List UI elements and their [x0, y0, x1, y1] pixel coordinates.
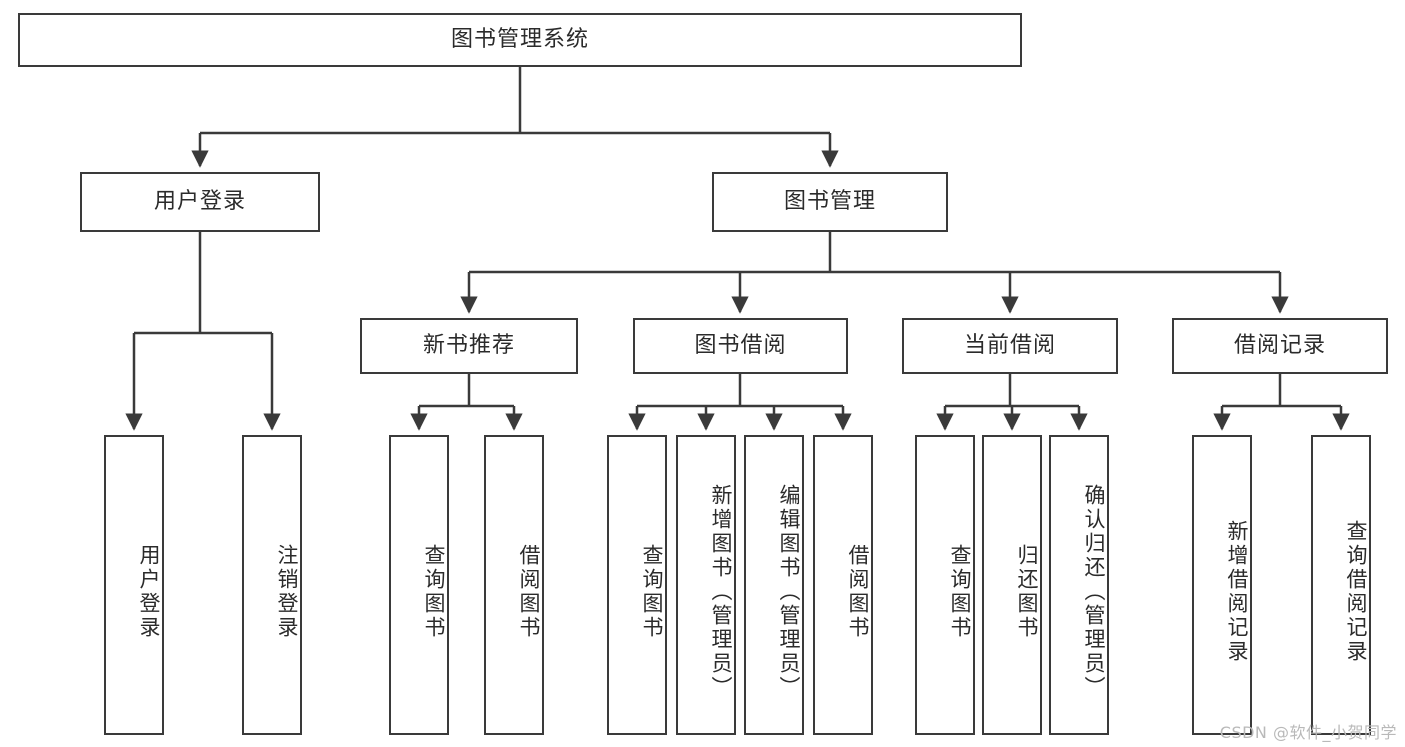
node-leaf-confirm-return-label: 确认归还（管理员） — [1082, 484, 1106, 700]
node-leaf-return-book[interactable]: 归还图书 — [982, 435, 1042, 735]
node-leaf-query-book-3[interactable]: 查询图书 — [915, 435, 975, 735]
node-root-label: 图书管理系统 — [450, 26, 589, 52]
node-book-management[interactable]: 图书管理 — [712, 172, 948, 232]
watermark-text: CSDN @软件_小贺同学 — [1219, 723, 1397, 742]
node-leaf-borrow-book-1[interactable]: 借阅图书 — [484, 435, 544, 735]
node-book-borrow-label: 图书借阅 — [694, 332, 787, 358]
node-leaf-borrow-book-2-label: 借阅图书 — [846, 544, 870, 640]
node-leaf-query-book-3-label: 查询图书 — [948, 544, 972, 640]
node-leaf-query-book-2[interactable]: 查询图书 — [607, 435, 667, 735]
node-leaf-borrow-book-2[interactable]: 借阅图书 — [813, 435, 873, 735]
node-user-login[interactable]: 用户登录 — [80, 172, 320, 232]
node-leaf-logout-login-label: 注销登录 — [275, 544, 299, 640]
node-borrow-record[interactable]: 借阅记录 — [1172, 318, 1388, 374]
node-leaf-return-book-label: 归还图书 — [1015, 544, 1039, 640]
node-leaf-query-borrow-record-label: 查询借阅记录 — [1344, 520, 1368, 664]
node-new-book-recommend[interactable]: 新书推荐 — [360, 318, 578, 374]
node-leaf-edit-book[interactable]: 编辑图书（管理员） — [744, 435, 804, 735]
node-book-management-label: 图书管理 — [783, 188, 876, 214]
node-leaf-query-borrow-record[interactable]: 查询借阅记录 — [1311, 435, 1371, 735]
node-borrow-record-label: 借阅记录 — [1233, 332, 1326, 358]
node-leaf-query-book-2-label: 查询图书 — [640, 544, 664, 640]
node-leaf-query-book-1[interactable]: 查询图书 — [389, 435, 449, 735]
node-book-borrow[interactable]: 图书借阅 — [633, 318, 848, 374]
node-leaf-edit-book-label: 编辑图书（管理员） — [777, 484, 801, 700]
node-leaf-user-login[interactable]: 用户登录 — [104, 435, 164, 735]
node-root[interactable]: 图书管理系统 — [18, 13, 1022, 67]
node-leaf-query-book-1-label: 查询图书 — [422, 544, 446, 640]
node-leaf-add-borrow-record-label: 新增借阅记录 — [1225, 520, 1249, 664]
node-leaf-confirm-return[interactable]: 确认归还（管理员） — [1049, 435, 1109, 735]
node-leaf-user-login-label: 用户登录 — [137, 544, 161, 640]
node-leaf-add-borrow-record[interactable]: 新增借阅记录 — [1192, 435, 1252, 735]
node-leaf-add-book-label: 新增图书（管理员） — [709, 484, 733, 700]
node-leaf-logout-login[interactable]: 注销登录 — [242, 435, 302, 735]
node-user-login-label: 用户登录 — [153, 188, 246, 214]
node-leaf-borrow-book-1-label: 借阅图书 — [517, 544, 541, 640]
node-current-borrow[interactable]: 当前借阅 — [902, 318, 1118, 374]
node-current-borrow-label: 当前借阅 — [963, 332, 1056, 358]
node-new-book-recommend-label: 新书推荐 — [422, 332, 515, 358]
node-leaf-add-book[interactable]: 新增图书（管理员） — [676, 435, 736, 735]
